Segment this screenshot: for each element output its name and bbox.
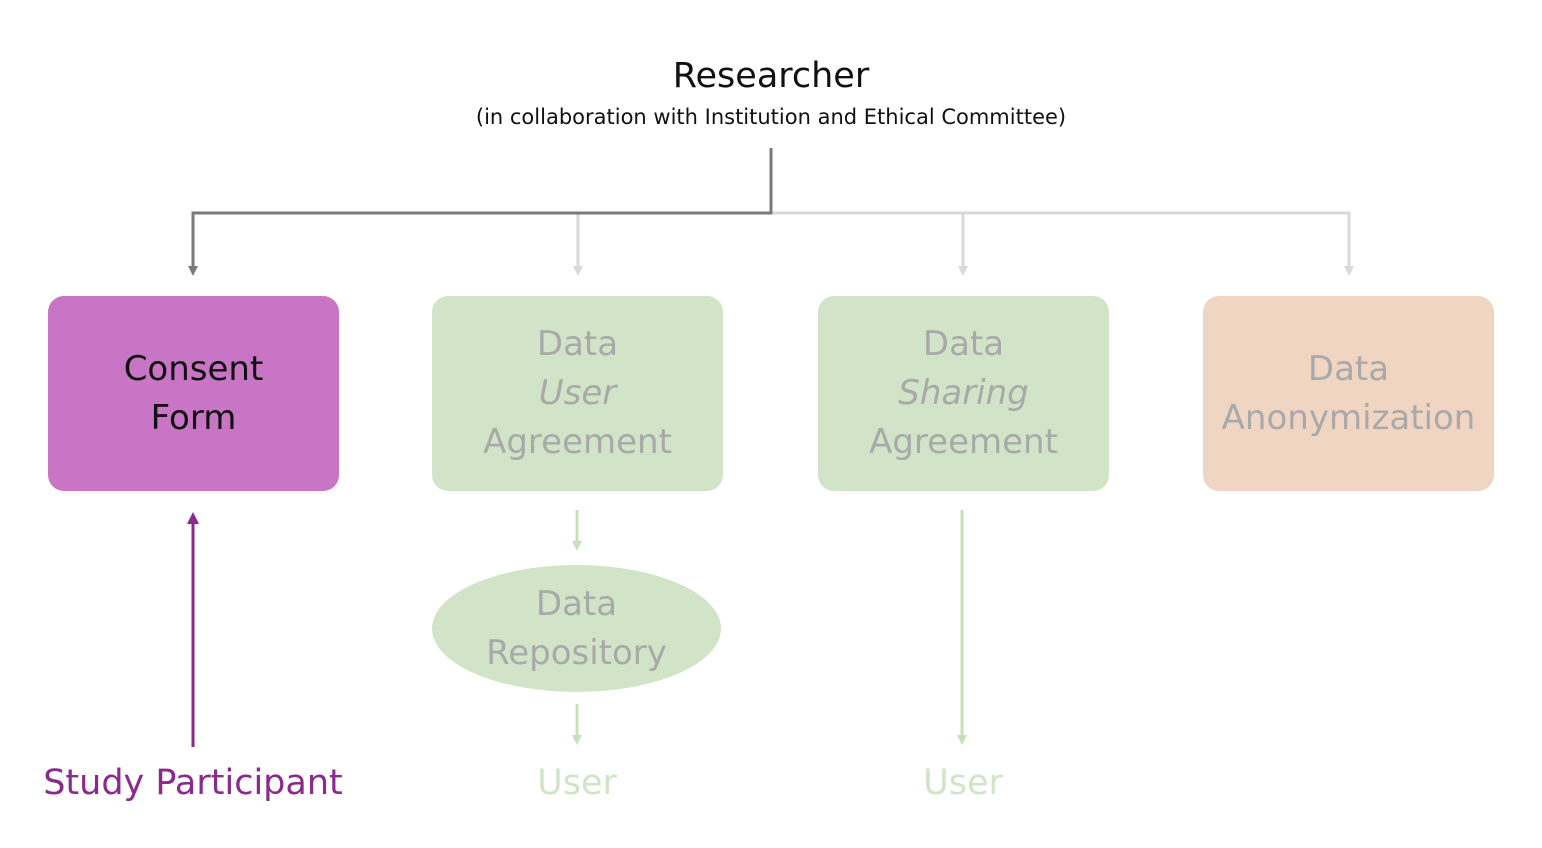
dsa-label-line3: Agreement	[869, 422, 1058, 462]
repository-user-label: User	[537, 763, 617, 803]
sharing-user-label: User	[923, 763, 1003, 803]
data-sharing-agreement-node: Data Sharing Agreement	[818, 296, 1109, 491]
anonymization-label-line1: Data	[1307, 348, 1390, 389]
data-user-agreement-node: Data User Agreement	[432, 296, 723, 491]
connector-to-data-anonymization	[771, 211, 1354, 276]
dua-label-line2: User	[538, 373, 617, 413]
repository-label-line2: Repository	[486, 632, 667, 673]
study-participant-label: Study Participant	[43, 763, 343, 803]
researcher-title: Researcher	[672, 56, 870, 96]
dua-label-line3: Agreement	[483, 422, 672, 462]
data-anonymization-node: Data Anonymization	[1203, 296, 1494, 491]
consent-form-node: Consent Form	[48, 296, 339, 491]
connector-researcher-to-consent-form	[188, 148, 773, 276]
dsa-label-line2: Sharing	[898, 373, 1029, 413]
researcher-subtitle: (in collaboration with Institution and E…	[475, 105, 1067, 129]
consent-form-label-line2: Form	[150, 397, 237, 438]
anonymization-label-line2: Anonymization	[1221, 397, 1476, 438]
dua-label-line1: Data	[536, 324, 619, 364]
dsa-label-line1: Data	[922, 324, 1005, 364]
data-repository-node: Data Repository	[432, 565, 721, 692]
consent-form-label-line1: Consent	[123, 348, 264, 389]
repository-label-line1: Data	[535, 583, 618, 624]
